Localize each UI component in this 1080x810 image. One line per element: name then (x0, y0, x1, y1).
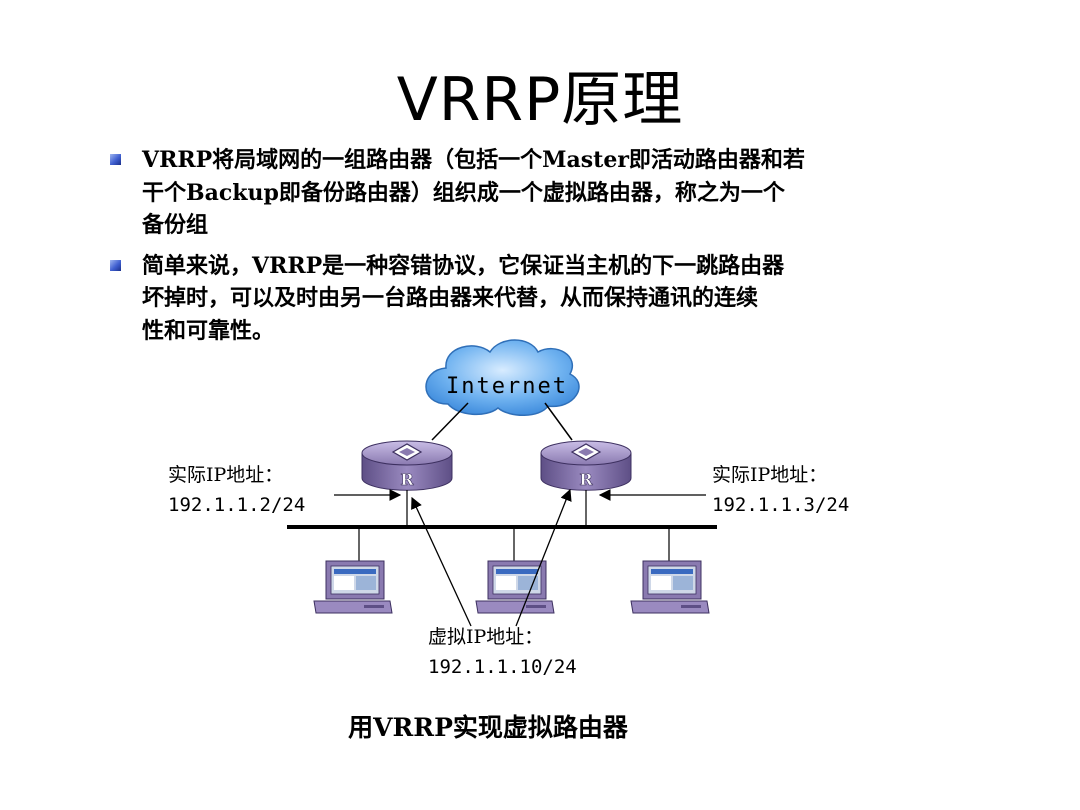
bullet-item-2: 简单来说，VRRP是一种容错协议，它保证当主机的下一跳路由器 坏掉时，可以及时由… (108, 250, 928, 348)
bullet-line: 简单来说，VRRP是一种容错协议，它保证当主机的下一跳路由器 (142, 252, 785, 279)
bullet-line: 性和可靠性。 (142, 317, 275, 344)
link-line (544, 402, 573, 441)
bullet-square-icon (110, 259, 121, 271)
computer-left-icon (313, 560, 393, 614)
bullet-item-1: VRRP将局域网的一组路由器（包括一个Master即活动路由器和若 干个Back… (108, 144, 928, 242)
slide-title: VRRP原理 (396, 65, 684, 135)
computer-middle-icon (475, 560, 555, 614)
router-left-glyph: R (400, 470, 414, 489)
right-real-ip-address: 192.1.1.3/24 (712, 494, 850, 516)
virtual-ip-address: 192.1.1.10/24 (428, 656, 577, 678)
virtual-ip-title: 虚拟IP地址： (428, 626, 544, 648)
left-real-ip-title: 实际IP地址： (168, 464, 284, 486)
link-line (431, 402, 469, 441)
arrow-virtual-ip-left (411, 496, 472, 627)
router-left-icon (361, 440, 453, 491)
bullet-line: 干个Backup即备份路由器）组织成一个虚拟路由器，称之为一个 (142, 179, 785, 206)
bullet-list: VRRP将局域网的一组路由器（包括一个Master即活动路由器和若 干个Back… (108, 144, 928, 355)
figure-caption: 用VRRP实现虚拟路由器 (348, 713, 628, 742)
internet-label: Internet (446, 374, 568, 399)
router-right-icon (540, 440, 632, 491)
arrow-virtual-ip-right (515, 488, 572, 627)
bullet-line: VRRP将局域网的一组路由器（包括一个Master即活动路由器和若 (142, 147, 805, 173)
computer-right-icon (630, 560, 710, 614)
right-real-ip-title: 实际IP地址： (712, 464, 828, 486)
router-right-glyph: R (579, 470, 593, 489)
bullet-line: 坏掉时，可以及时由另一台路由器来代替，从而保持通讯的连续 (142, 285, 759, 311)
bullet-square-icon (110, 154, 121, 165)
left-real-ip-address: 192.1.1.2/24 (168, 494, 306, 516)
bullet-line: 备份组 (142, 212, 209, 238)
internet-cloud-icon (425, 339, 580, 416)
